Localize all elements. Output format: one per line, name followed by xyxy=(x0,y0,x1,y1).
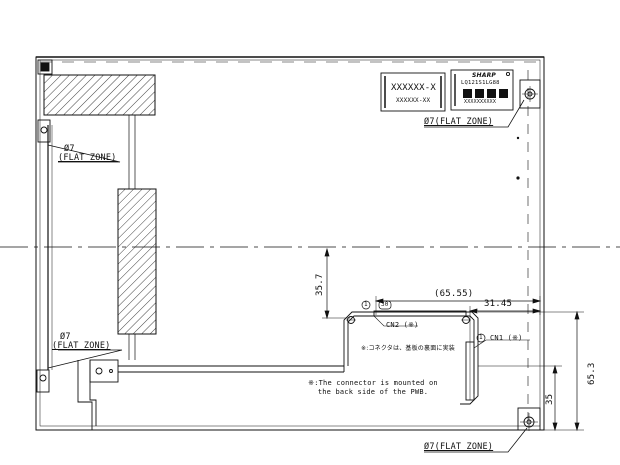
model-label: LQ121S1LG88 xyxy=(461,80,500,86)
serial-label: XXXXXXXXXX xyxy=(464,99,497,105)
part-number-label: XXXXXX-X xyxy=(391,83,436,93)
english-note-line2: the back side of the PWB. xyxy=(317,388,429,396)
flat-zone-label-bottom-right: Ø7(FLAT ZONE) xyxy=(424,442,494,452)
dimension-text-65-55: (65.55) xyxy=(434,289,474,299)
connector-leaders xyxy=(373,315,530,349)
left-top-corner xyxy=(37,59,53,75)
pin-1-label-cn1: 1 xyxy=(479,334,483,341)
dimension-text-31-45: 31.45 xyxy=(484,299,513,309)
dimension-65-3 xyxy=(478,310,584,432)
part-number-sub-label: XXXXXX-XX xyxy=(396,97,431,104)
mount-hole-bottom-right xyxy=(517,407,541,431)
dimension-35 xyxy=(478,364,562,432)
marker-dot xyxy=(516,176,520,180)
flat-zone-label-upper-left: (FLAT ZONE) xyxy=(58,153,117,163)
pin-1-label: 1 xyxy=(364,301,368,308)
sharp-brand-label: SHARP xyxy=(472,72,497,79)
leader-lines xyxy=(47,99,528,453)
english-note-line1: ※:The connector is mounted on xyxy=(308,379,438,387)
flat-zone-dia-upper-left: Ø7 xyxy=(64,144,75,154)
japanese-note: ※:コネクタは、基板の裏面に実装 xyxy=(361,345,456,352)
flex-cable xyxy=(128,115,136,360)
cn1-connector xyxy=(465,341,475,401)
dimension-text-65-3: 65.3 xyxy=(587,362,597,385)
sharp-label-box xyxy=(450,69,514,111)
flat-zone-label-top-right: Ø7(FLAT ZONE) xyxy=(424,117,494,127)
cn1-label: CN1 (※) xyxy=(490,334,523,342)
cn2-connector xyxy=(373,310,467,317)
dimension-35-7 xyxy=(322,247,350,320)
flat-zone-label-lower-left: (FLAT ZONE) xyxy=(52,341,111,351)
flat-zone-dia-lower-left: Ø7 xyxy=(60,332,71,342)
dimension-text-35: 35 xyxy=(545,393,555,405)
bottom-bracket xyxy=(77,359,344,430)
cn2-label: CN2 (※) xyxy=(386,321,419,329)
outer-frame xyxy=(35,56,545,431)
mount-hole-top-right xyxy=(519,79,541,109)
part-label-box xyxy=(380,72,446,112)
marker-dot xyxy=(516,136,520,140)
left-top-tab xyxy=(37,119,51,143)
hatched-block-top xyxy=(43,74,156,116)
barcode-blocks xyxy=(463,89,508,98)
pin-30-label: 30 xyxy=(381,301,389,308)
dimension-text-35-7: 35.7 xyxy=(315,273,325,296)
pin-markers xyxy=(361,300,486,343)
left-bottom-tab xyxy=(36,369,50,393)
hatched-block-middle xyxy=(117,188,157,335)
